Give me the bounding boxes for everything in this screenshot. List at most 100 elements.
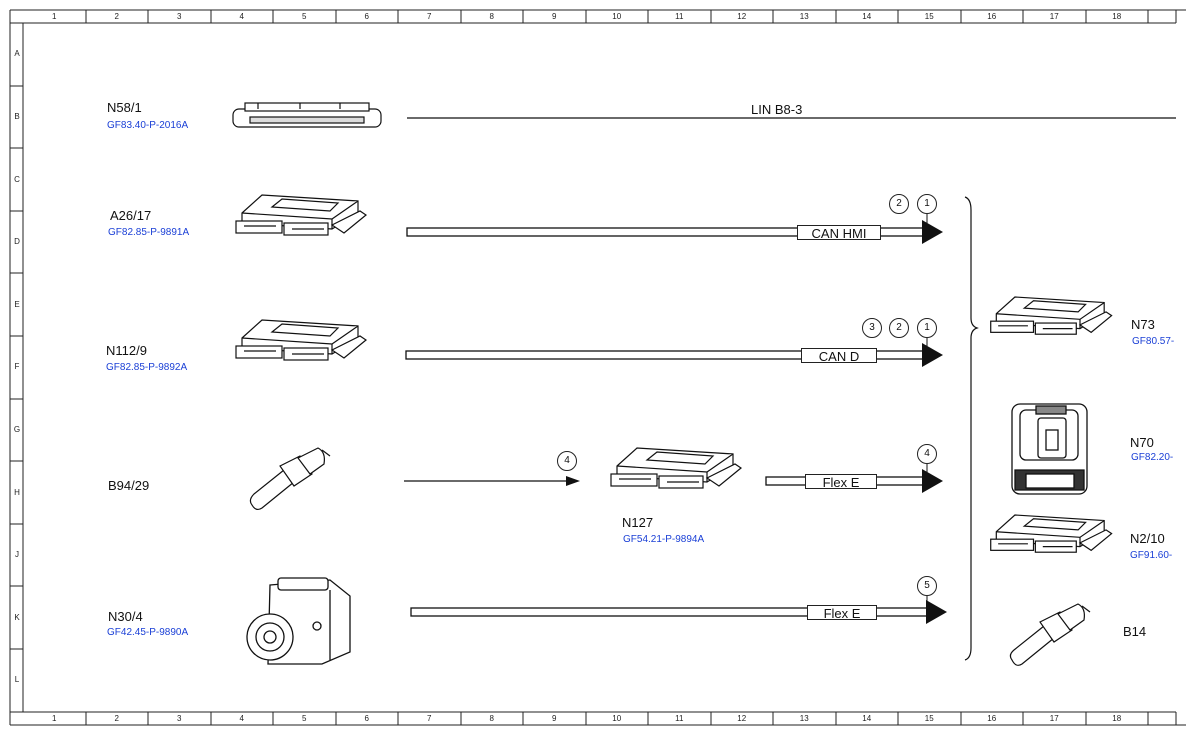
module-outline-part <box>270 323 340 337</box>
row-label: B <box>14 111 20 121</box>
frame <box>9 9 1186 726</box>
column-label: 3 <box>177 714 182 723</box>
column-label: 2 <box>114 714 119 723</box>
column-label: 10 <box>612 714 622 723</box>
can-d-marker-1: 1 <box>917 318 937 338</box>
row-label: D <box>14 237 20 247</box>
column-label: 9 <box>552 12 557 21</box>
n73-label: N73 <box>1131 317 1155 332</box>
column-label: 9 <box>552 714 557 723</box>
n70-ref-link[interactable]: GF82.20- <box>1131 452 1174 463</box>
can-hmi-marker-1: 1 <box>917 194 937 214</box>
column-label: 11 <box>675 12 684 21</box>
n112-9-module-illustration <box>235 319 368 361</box>
n112-9-ref-link[interactable]: GF82.85-P-9892A <box>106 362 188 373</box>
column-label: 16 <box>987 714 997 723</box>
module-outline-part <box>1078 311 1113 334</box>
n30-4-abs-unit-illustration <box>246 577 351 665</box>
flex-e-2-marker: 5 <box>917 576 937 596</box>
b94-29-sensor-illustration <box>249 447 331 511</box>
row-label: K <box>14 612 20 622</box>
column-label: 3 <box>177 12 182 21</box>
b14-label: B14 <box>1123 624 1147 639</box>
n127-label: N127 <box>622 515 654 530</box>
column-label: 4 <box>239 12 244 21</box>
n2-10-label: N2/10 <box>1130 531 1165 546</box>
can-d-bus-label: CAN D <box>801 348 877 364</box>
column-label: 8 <box>489 12 494 21</box>
row-label: H <box>14 487 20 497</box>
n58-1-module-illustration <box>232 102 382 128</box>
n30-4-ref-link[interactable]: GF42.45-P-9890A <box>107 627 189 638</box>
module-outline-part <box>990 320 1035 333</box>
module-outline-part <box>1078 529 1113 552</box>
column-label: 12 <box>737 714 747 723</box>
column-label: 18 <box>1112 12 1122 21</box>
row-label: J <box>15 550 19 560</box>
module-outline-part <box>1022 518 1087 531</box>
b94-signal-arrow <box>404 476 580 486</box>
row-label: L <box>14 675 20 685</box>
module-outline-part <box>990 538 1035 551</box>
n2-10-module-illustration <box>990 514 1113 553</box>
column-label: 11 <box>675 714 684 723</box>
n70-overhead-module-illustration <box>1011 403 1088 495</box>
row-label: A <box>14 49 20 59</box>
module-outline-part <box>705 463 743 487</box>
column-label: 17 <box>1049 12 1059 21</box>
column-label: 7 <box>427 714 432 723</box>
column-label: 18 <box>1112 714 1122 723</box>
row-label: E <box>14 299 20 309</box>
column-label: 13 <box>799 12 809 21</box>
module-outline-part <box>1022 300 1087 313</box>
module-outline-part <box>330 335 368 359</box>
row-label: F <box>14 362 20 372</box>
can-d-marker-2: 2 <box>889 318 909 338</box>
n30-4-label: N30/4 <box>108 609 143 624</box>
a26-17-ref-link[interactable]: GF82.85-P-9891A <box>108 227 190 238</box>
module-outline-part <box>270 198 340 212</box>
module-outline-part <box>235 345 283 359</box>
row-label: C <box>14 174 20 184</box>
receiver-brace <box>964 196 979 661</box>
n73-ref-link[interactable]: GF80.57- <box>1132 336 1175 347</box>
module-outline-part <box>610 473 658 487</box>
b14-sensor-illustration <box>1009 603 1091 666</box>
can-d-marker-3: 3 <box>862 318 882 338</box>
flex-e-1-marker: 4 <box>917 444 937 464</box>
column-label: 16 <box>987 12 997 21</box>
n2-10-ref-link[interactable]: GF91.60- <box>1130 550 1173 561</box>
column-label: 17 <box>1049 714 1059 723</box>
n70-label: N70 <box>1130 435 1154 450</box>
column-label: 10 <box>612 12 622 21</box>
column-label: 1 <box>52 714 57 723</box>
n73-module-illustration <box>990 296 1113 335</box>
column-label: 13 <box>799 714 809 723</box>
column-label: 4 <box>239 714 244 723</box>
column-label: 7 <box>427 12 432 21</box>
n127-module-illustration <box>610 447 743 489</box>
column-label: 6 <box>364 12 369 21</box>
a26-17-label: A26/17 <box>110 208 152 223</box>
column-label: 8 <box>489 714 494 723</box>
n127-ref-link[interactable]: GF54.21-P-9894A <box>623 534 705 545</box>
column-label: 15 <box>924 12 934 21</box>
module-outline-part <box>645 451 715 465</box>
n58-1-ref-link[interactable]: GF83.40-P-2016A <box>107 120 189 131</box>
can-hmi-bus-label: CAN HMI <box>797 225 881 241</box>
column-label: 12 <box>737 12 747 21</box>
n112-9-label: N112/9 <box>106 343 147 358</box>
column-label: 14 <box>862 12 872 21</box>
flex-e-bus-2 <box>410 600 947 624</box>
row-label: G <box>13 424 21 434</box>
column-label: 6 <box>364 714 369 723</box>
module-outline-part <box>330 210 368 234</box>
module-outline-part <box>235 220 283 234</box>
column-label: 1 <box>52 12 57 21</box>
column-label: 15 <box>924 714 934 723</box>
column-label: 14 <box>862 714 872 723</box>
column-label: 5 <box>302 12 307 21</box>
flex-e-bus-1-label: Flex E <box>805 474 877 490</box>
n58-1-label: N58/1 <box>107 100 142 115</box>
